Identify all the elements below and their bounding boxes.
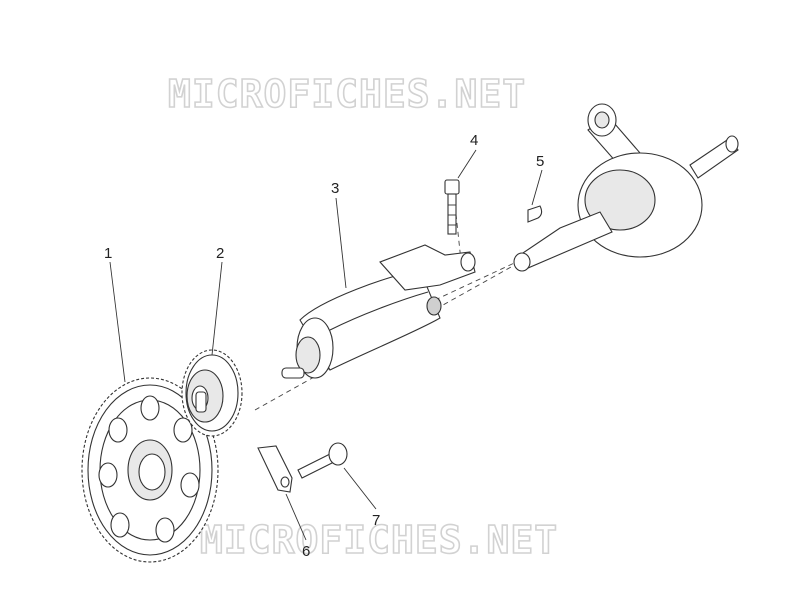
ring-gear-part: [81, 377, 219, 563]
starter-motor-part: [281, 244, 476, 379]
callout-7: 7: [372, 512, 380, 529]
idler-gear-part: [181, 349, 243, 437]
bracket-part: [257, 445, 293, 493]
watermark-bottom: MICROFICHES.NET: [200, 518, 558, 562]
callout-1: 1: [104, 245, 112, 262]
callout-4: 4: [470, 132, 478, 149]
crankshaft-part: [513, 103, 739, 272]
woodruff-key-part: [527, 205, 543, 223]
bolt-part: [444, 179, 460, 235]
leader-lines: [109, 149, 543, 541]
callout-5: 5: [536, 153, 544, 170]
screw-part: [297, 442, 348, 479]
callout-3: 3: [331, 180, 339, 197]
callout-2: 2: [216, 245, 224, 262]
callout-6: 6: [302, 543, 310, 560]
watermark-top: MICROFICHES.NET: [168, 72, 526, 116]
